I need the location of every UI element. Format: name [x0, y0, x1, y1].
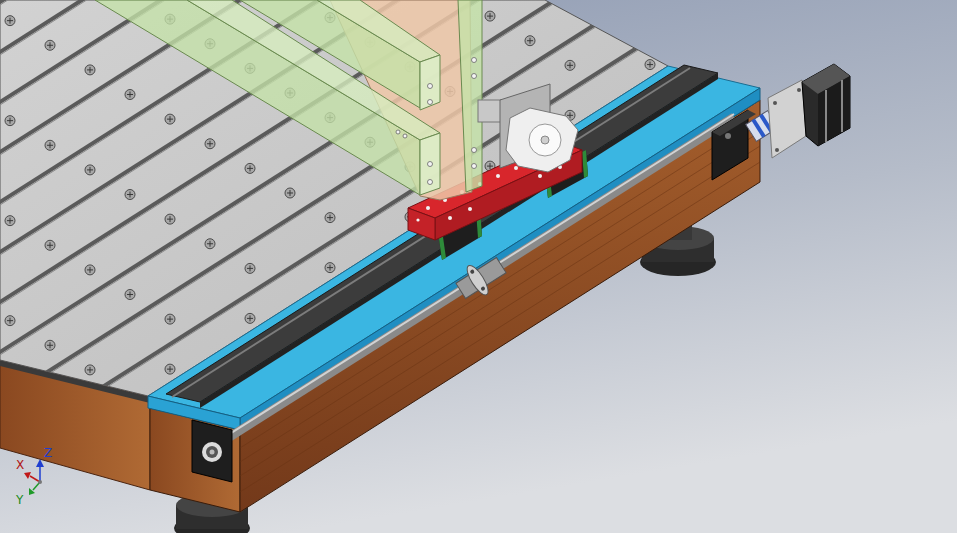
table-screw [165, 364, 175, 374]
table-screw [45, 340, 55, 350]
screw-slot [10, 18, 11, 24]
gantry [95, 0, 482, 200]
table-screw [85, 365, 95, 375]
groove-edge [0, 0, 900, 218]
screw-slot [87, 419, 93, 420]
screw-slot [650, 62, 651, 68]
screw-slot [130, 192, 131, 198]
screw-slot [170, 116, 171, 122]
table-grooves [0, 0, 900, 468]
screw-slot [50, 142, 51, 148]
groove-edge [0, 0, 900, 468]
table-screw [165, 214, 175, 224]
table-screw [245, 313, 255, 323]
table-screw [325, 213, 335, 223]
table-screw [85, 415, 95, 425]
table-screw [85, 265, 95, 275]
table-screw [165, 114, 175, 124]
table-screw [645, 60, 655, 70]
screw-slot [170, 366, 171, 372]
screw-slot [170, 216, 171, 222]
axis-triad [24, 459, 44, 495]
table-screw [125, 290, 135, 300]
screw-slot [10, 318, 11, 324]
table-screw [5, 216, 15, 226]
screw-slot [90, 167, 91, 173]
axis-label: Z [44, 447, 52, 460]
table-screw [85, 65, 95, 75]
axis-label: X [16, 459, 24, 472]
screw-slot [90, 367, 91, 373]
bearing-blocks [192, 110, 756, 482]
screw-slot [90, 417, 91, 423]
table-screw [125, 190, 135, 200]
table-screw [205, 239, 215, 249]
screw-slot [50, 42, 51, 48]
table-groove [0, 0, 900, 215]
screw-slot [490, 13, 491, 19]
table-screw [85, 165, 95, 175]
ball-nut [452, 251, 511, 305]
table-screw [525, 36, 535, 46]
table-screw [245, 263, 255, 273]
table-screw [645, 10, 655, 20]
table-screw [125, 90, 135, 100]
screw-slot [570, 62, 571, 68]
screw-slot [210, 141, 211, 147]
table-screw [485, 11, 495, 21]
table-screw [205, 139, 215, 149]
table-groove [0, 0, 900, 265]
screw-slot [130, 292, 131, 298]
screw-slot [250, 165, 251, 171]
table-screw [285, 188, 295, 198]
groove-edge [0, 0, 900, 268]
table-screw [245, 163, 255, 173]
screw-slot [210, 241, 211, 247]
table-screw [325, 263, 335, 273]
screw-slot [50, 342, 51, 348]
screw-slot [570, 112, 571, 118]
y-motor [478, 84, 578, 172]
table-screw [5, 116, 15, 126]
table-screw [5, 16, 15, 26]
screw-slot [650, 12, 651, 18]
screw-slot [90, 67, 91, 73]
screw-slot [130, 92, 131, 98]
screw-slot [90, 267, 91, 273]
screw-slot [10, 118, 11, 124]
slotted-table [0, 0, 900, 468]
table-screw [165, 314, 175, 324]
screw-slot [530, 38, 531, 44]
table-screw [565, 60, 575, 70]
screw-slot [290, 190, 291, 196]
table-screw [45, 40, 55, 50]
screw-slot [647, 14, 653, 15]
x-motor [746, 64, 850, 158]
screw-slot [10, 218, 11, 224]
screw-slot [170, 316, 171, 322]
screw-slot [250, 265, 251, 271]
screw-slot [330, 265, 331, 271]
screw-slot [50, 242, 51, 248]
table-screw [45, 140, 55, 150]
table-screw [5, 316, 15, 326]
screw-slot [250, 315, 251, 321]
table-screw [45, 240, 55, 250]
axis-label: Y [16, 494, 23, 507]
screw-slot [330, 215, 331, 221]
screw-slot [490, 163, 491, 169]
